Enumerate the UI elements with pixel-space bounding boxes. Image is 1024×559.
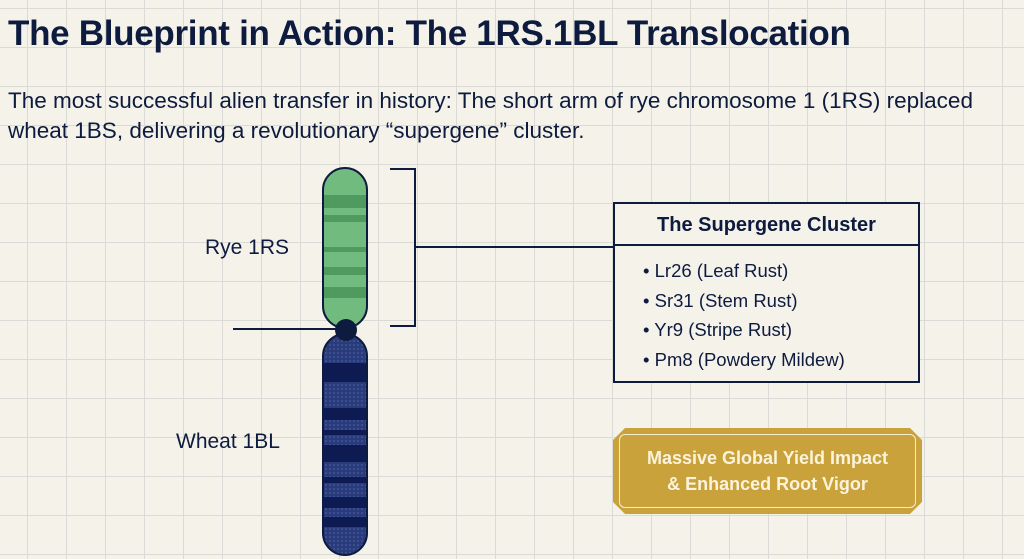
list-item: Pm8 (Powdery Mildew) bbox=[643, 345, 918, 375]
rye-chromosome-arm bbox=[322, 167, 368, 329]
list-item: Yr9 (Stripe Rust) bbox=[643, 315, 918, 345]
list-item: Lr26 (Leaf Rust) bbox=[643, 256, 918, 286]
centromere-pointer bbox=[233, 328, 338, 330]
impact-line-1: Massive Global Yield Impact bbox=[646, 448, 889, 468]
rye-label: Rye 1RS bbox=[205, 236, 290, 259]
subtitle: The most successful alien transfer in hi… bbox=[8, 88, 973, 143]
impact-plaque: Massive Global Yield Impact & Enhanced R… bbox=[613, 428, 922, 514]
supergene-cluster-box: The Supergene Cluster Lr26 (Leaf Rust) S… bbox=[613, 202, 920, 383]
cluster-heading: The Supergene Cluster bbox=[615, 204, 918, 246]
list-item: Sr31 (Stem Rust) bbox=[643, 286, 918, 316]
centromere bbox=[335, 319, 357, 341]
wheat-chromosome-arm bbox=[322, 333, 368, 556]
impact-line-2: & Enhanced Root Vigor bbox=[667, 474, 868, 494]
page-title: The Blueprint in Action: The 1RS.1BL Tra… bbox=[8, 14, 851, 53]
wheat-label: Wheat 1BL bbox=[176, 430, 280, 453]
